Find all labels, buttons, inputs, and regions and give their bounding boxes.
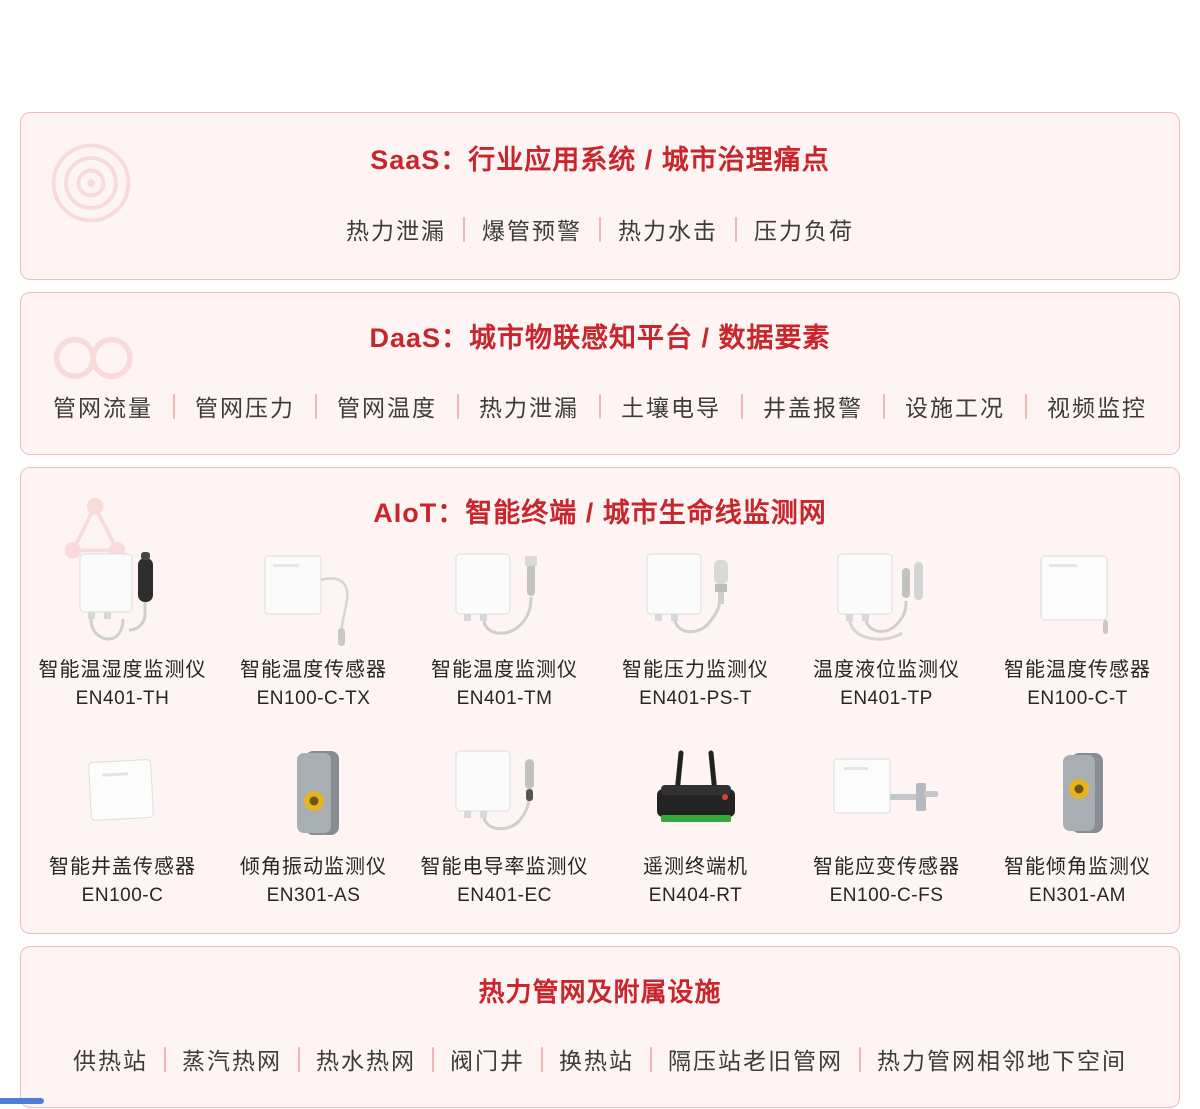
facilities-panel: 热力管网及附属设施 供热站 蒸汽热网 热水热网 阀门井 换热站 隔压站老旧管网 … bbox=[20, 946, 1180, 1109]
product-model: EN401-TH bbox=[75, 688, 170, 709]
facility-item: 隔压站老旧管网 bbox=[668, 1048, 843, 1075]
saas-items-row: 热力泄漏 爆管预警 热力水击 压力负荷 bbox=[41, 212, 1159, 246]
daas-item: 管网温度 bbox=[337, 395, 437, 421]
separator bbox=[432, 1046, 434, 1072]
product-name: 智能温湿度监测仪 bbox=[38, 659, 207, 681]
product-card: 温度液位监测仪 EN401-TP bbox=[793, 548, 980, 713]
saas-title: SaaS：行业应用系统 / 城市治理痛点 bbox=[370, 145, 830, 175]
product-name: 智能应变传感器 bbox=[813, 855, 960, 878]
tilt-vibration-monitor-icon bbox=[249, 745, 379, 845]
separator bbox=[650, 1046, 652, 1072]
temp-sensor-cable-icon bbox=[249, 548, 379, 648]
facilities-items-row: 供热站 蒸汽热网 热水热网 阀门井 换热站 隔压站老旧管网 热力管网相邻地下空间 bbox=[41, 1042, 1159, 1076]
daas-item: 热力泄漏 bbox=[479, 395, 579, 421]
strain-sensor-icon bbox=[822, 745, 952, 845]
product-model: EN401-PS-T bbox=[639, 688, 752, 709]
product-name: 温度液位监测仪 bbox=[813, 659, 960, 681]
daas-item: 管网流量 bbox=[53, 395, 153, 421]
product-model: EN401-EC bbox=[457, 884, 552, 906]
temp-level-monitor-icon bbox=[822, 548, 952, 648]
product-card: 智能应变传感器 EN100-C-FS bbox=[793, 745, 980, 910]
separator bbox=[315, 393, 317, 419]
temp-sensor-panel-icon bbox=[1013, 548, 1143, 648]
saas-item: 压力负荷 bbox=[754, 218, 854, 244]
separator bbox=[599, 393, 601, 419]
product-model: EN301-AM bbox=[1029, 884, 1126, 906]
separator bbox=[741, 393, 743, 419]
product-model: EN404-RT bbox=[648, 884, 743, 906]
separator bbox=[1025, 393, 1027, 419]
daas-item: 设施工况 bbox=[905, 395, 1005, 421]
saas-panel: SaaS：行业应用系统 / 城市治理痛点 热力泄漏 爆管预警 热力水击 压力负荷 bbox=[20, 112, 1180, 280]
product-card: 智能电导率监测仪 EN401-EC bbox=[411, 745, 598, 910]
product-card: 倾角振动监测仪 EN301-AS bbox=[220, 745, 407, 910]
facility-item: 阀门井 bbox=[450, 1048, 525, 1075]
product-name: 智能倾角监测仪 bbox=[1004, 855, 1151, 878]
separator bbox=[599, 216, 601, 242]
manhole-cover-sensor-icon bbox=[58, 745, 188, 845]
product-name: 智能温度传感器 bbox=[240, 659, 387, 681]
product-name: 智能温度监测仪 bbox=[431, 659, 578, 681]
temp-humidity-monitor-icon bbox=[58, 548, 188, 648]
separator bbox=[173, 393, 175, 419]
product-card: 智能温度监测仪 EN401-TM bbox=[411, 548, 598, 713]
facility-item: 换热站 bbox=[559, 1048, 634, 1075]
product-name: 智能温度传感器 bbox=[1004, 659, 1151, 681]
daas-item: 管网压力 bbox=[195, 395, 295, 421]
separator bbox=[298, 1046, 300, 1072]
product-card: 智能井盖传感器 EN100-C bbox=[29, 745, 216, 910]
daas-item: 视频监控 bbox=[1047, 395, 1147, 421]
aiot-panel: AIoT：智能终端 / 城市生命线监测网 智能温湿度监测仪 EN bbox=[20, 467, 1180, 935]
bottom-left-decor bbox=[0, 1098, 44, 1104]
product-card: 智能压力监测仪 EN401-PS-T bbox=[602, 548, 789, 713]
tilt-monitor-icon bbox=[1013, 745, 1143, 845]
saas-item: 爆管预警 bbox=[482, 218, 582, 244]
product-model: EN100-C-FS bbox=[829, 884, 944, 906]
target-circles-icon bbox=[51, 143, 131, 223]
daas-panel: DaaS：城市物联感知平台 / 数据要素 管网流量 管网压力 管网温度 热力泄漏… bbox=[20, 292, 1180, 455]
product-model: EN401-TP bbox=[840, 688, 933, 709]
saas-item: 热力泄漏 bbox=[346, 218, 446, 244]
product-card: 智能倾角监测仪 EN301-AM bbox=[984, 745, 1171, 910]
separator bbox=[541, 1046, 543, 1072]
daas-title: DaaS：城市物联感知平台 / 数据要素 bbox=[369, 323, 831, 353]
infinity-loops-icon bbox=[53, 336, 133, 380]
product-model: EN301-AS bbox=[266, 884, 361, 906]
facility-item: 蒸汽热网 bbox=[182, 1048, 282, 1075]
product-card: 智能温度传感器 EN100-C-TX bbox=[220, 548, 407, 713]
product-name: 智能井盖传感器 bbox=[49, 855, 196, 878]
product-model: EN401-TM bbox=[456, 688, 553, 709]
pressure-monitor-icon bbox=[631, 548, 761, 648]
telemetry-terminal-icon bbox=[631, 745, 761, 845]
facilities-title: 热力管网及附属设施 bbox=[478, 977, 722, 1008]
separator bbox=[463, 216, 465, 242]
product-model: EN100-C-TX bbox=[256, 688, 371, 709]
daas-item: 井盖报警 bbox=[763, 395, 863, 421]
conductivity-monitor-icon bbox=[440, 745, 570, 845]
separator bbox=[883, 393, 885, 419]
saas-item: 热力水击 bbox=[618, 218, 718, 244]
product-card: 遥测终端机 EN404-RT bbox=[602, 745, 789, 910]
facility-item: 供热站 bbox=[73, 1048, 148, 1075]
product-model: EN100-C bbox=[81, 884, 164, 906]
product-name: 智能电导率监测仪 bbox=[420, 855, 589, 878]
aiot-title: AIoT：智能终端 / 城市生命线监测网 bbox=[373, 498, 827, 528]
facility-item: 热水热网 bbox=[316, 1048, 416, 1075]
facility-item: 热力管网相邻地下空间 bbox=[877, 1048, 1127, 1075]
product-name: 倾角振动监测仪 bbox=[240, 855, 387, 878]
product-model: EN100-C-T bbox=[1027, 688, 1128, 709]
separator bbox=[859, 1046, 861, 1072]
product-card: 智能温度传感器 EN100-C-T bbox=[984, 548, 1171, 713]
separator bbox=[735, 216, 737, 242]
product-card: 智能温湿度监测仪 EN401-TH bbox=[29, 548, 216, 713]
product-name: 智能压力监测仪 bbox=[622, 659, 769, 681]
daas-item: 土壤电导 bbox=[621, 395, 721, 421]
separator bbox=[457, 393, 459, 419]
product-name: 遥测终端机 bbox=[643, 855, 748, 878]
daas-items-row: 管网流量 管网压力 管网温度 热力泄漏 土壤电导 井盖报警 设施工况 视频监控 bbox=[41, 389, 1159, 423]
aiot-products-grid: 智能温湿度监测仪 EN401-TH 智能温度传感器 EN100-C-TX bbox=[29, 548, 1171, 909]
temp-monitor-icon bbox=[440, 548, 570, 648]
separator bbox=[164, 1046, 166, 1072]
